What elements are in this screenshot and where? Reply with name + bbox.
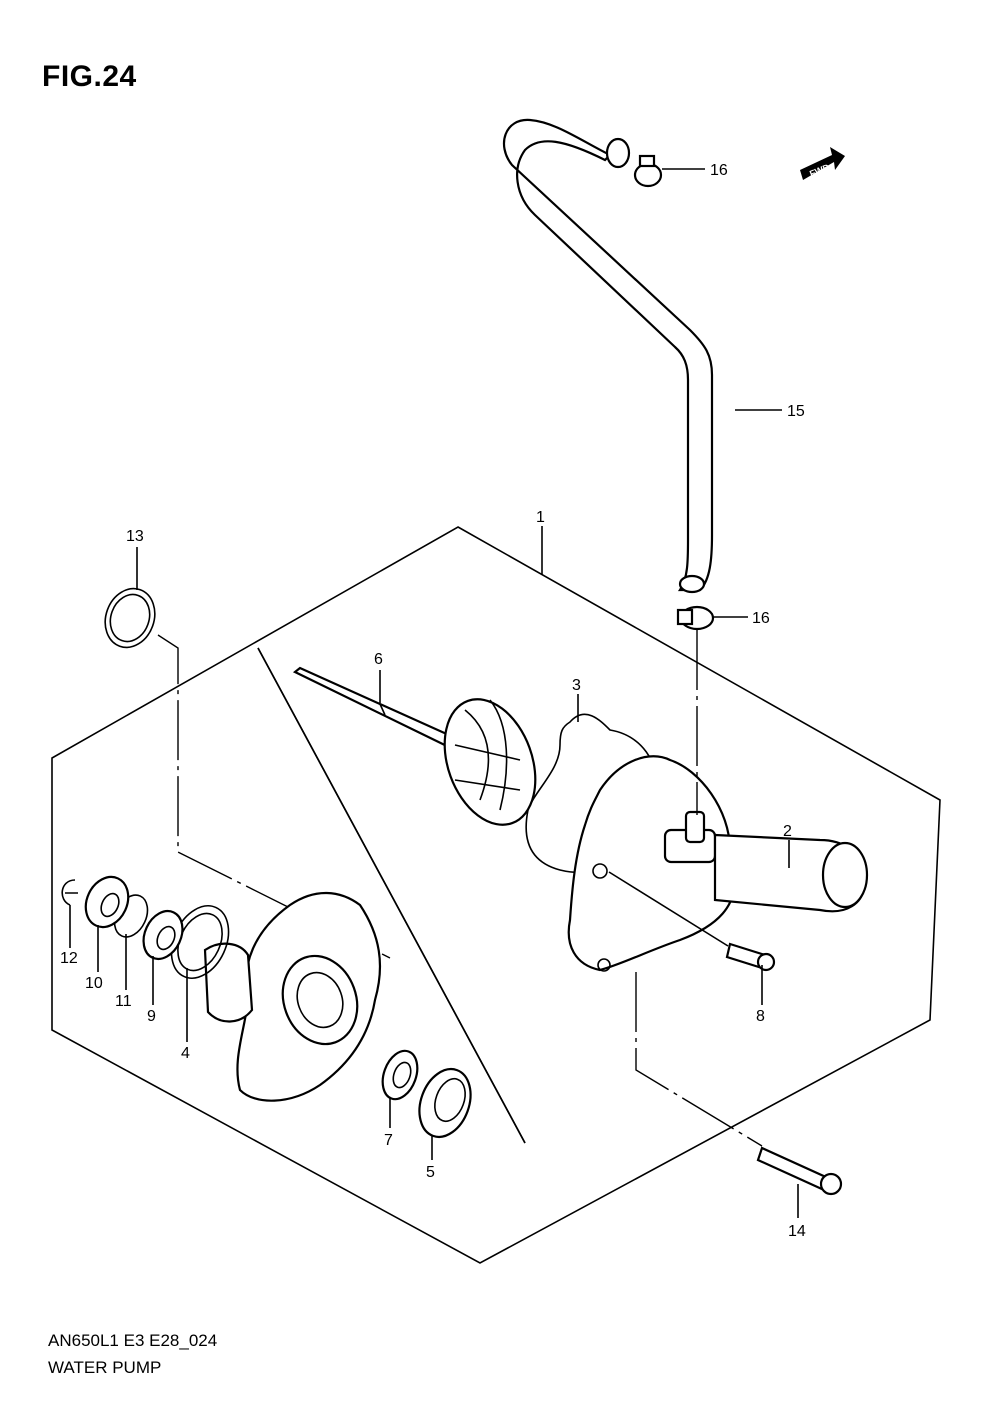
- figure-title: FIG.24: [42, 60, 137, 93]
- mechanical-seal-5: [418, 1068, 472, 1138]
- assembly-boundary: [51, 526, 941, 1264]
- callout-5: 5: [426, 1164, 435, 1181]
- callout-16-top: 16: [710, 162, 728, 179]
- callout-15: 15: [787, 403, 805, 420]
- bolt-8: [608, 871, 776, 972]
- figure-code: AN650L1 E3 E28_024: [48, 1331, 218, 1350]
- callout-11: 11: [115, 993, 132, 1010]
- hose-clamp-top: [633, 154, 705, 188]
- oil-seal-7: [381, 1049, 419, 1101]
- callout-8: 8: [756, 1008, 765, 1025]
- impeller: [443, 698, 537, 826]
- fwd-arrow-icon: FWD: [800, 147, 845, 180]
- o-ring-13: [104, 587, 156, 649]
- pump-shaft: [292, 666, 462, 752]
- callout-9: 9: [147, 1008, 156, 1025]
- figure-name: WATER PUMP: [48, 1358, 162, 1377]
- bolt-14: [756, 1146, 843, 1196]
- callout-16-bottom: 16: [752, 610, 770, 627]
- svg-text:FWD: FWD: [808, 162, 831, 179]
- callout-13: 13: [126, 528, 144, 545]
- callout-6: 6: [374, 651, 383, 668]
- callout-3: 3: [572, 677, 581, 694]
- callout-12: 12: [60, 950, 78, 967]
- e-clip-12: [61, 879, 78, 906]
- callout-10: 10: [85, 975, 103, 992]
- bearing-9: [142, 909, 184, 961]
- callout-2: 2: [783, 823, 792, 840]
- callout-1: 1: [536, 509, 545, 526]
- coolant-hose: [502, 118, 714, 594]
- rear-housing: [203, 891, 382, 1102]
- pump-cover: [567, 755, 869, 972]
- hose-clamp-bottom: [676, 605, 748, 631]
- bearing-10: [84, 875, 130, 929]
- callout-4: 4: [181, 1045, 190, 1062]
- callout-14: 14: [788, 1223, 806, 1240]
- callout-7: 7: [384, 1132, 393, 1149]
